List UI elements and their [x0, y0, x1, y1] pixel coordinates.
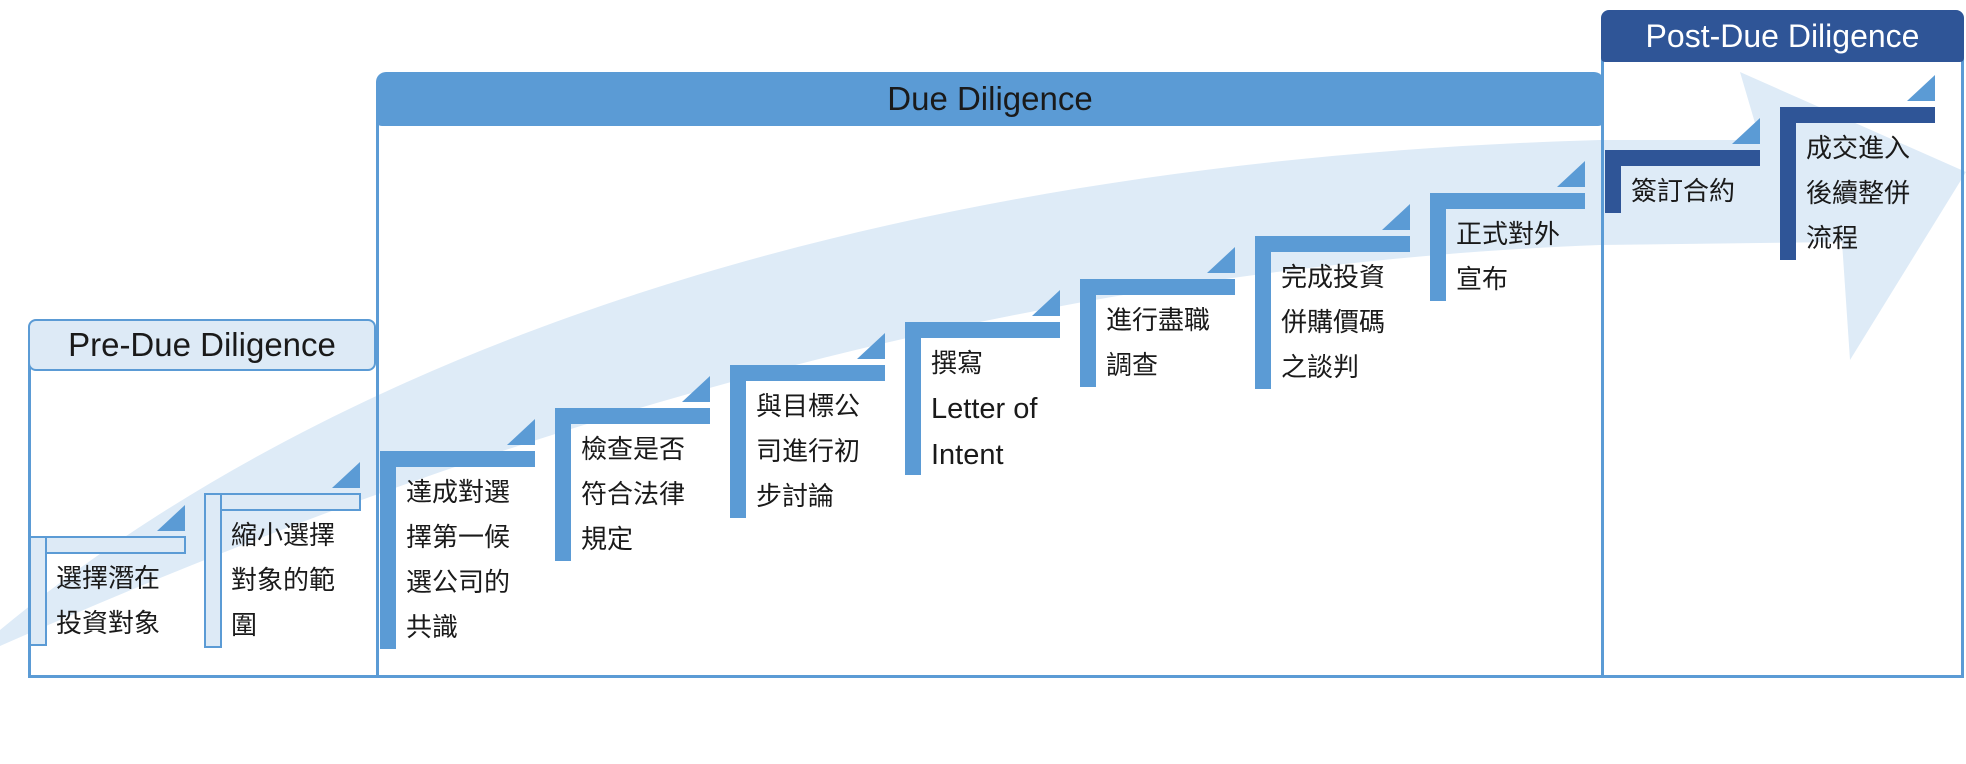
step-11-line-1: 成交進入: [1806, 134, 1911, 164]
step-1-line-2: 投資對象: [56, 609, 161, 639]
step-9-label: 正式對外宣布: [1456, 213, 1560, 303]
step-11-line-3: 流程: [1806, 224, 1859, 254]
step-11-label: 成交進入後續整併流程: [1806, 127, 1910, 262]
step-7-label: 進行盡職調查: [1106, 299, 1210, 389]
step-11-marker: [1780, 75, 1935, 260]
step-2-line-1: 縮小選擇: [231, 521, 336, 551]
step-4-label: 檢查是否符合法律規定: [581, 428, 685, 563]
step-8-marker: [1255, 204, 1410, 389]
step-6-line-2: Letter of: [931, 393, 1038, 425]
due-diligence-header: Due Diligence: [376, 72, 1604, 126]
post-due-diligence-header: Post-Due Diligence: [1601, 10, 1964, 62]
step-5-marker: [730, 333, 885, 518]
step-3-line-4: 共識: [406, 613, 459, 643]
step-5-line-1: 與目標公: [756, 392, 861, 422]
step-6-label: 撰寫 Letter of Intent: [931, 342, 1037, 479]
step-8-line-1: 完成投資: [1281, 263, 1386, 293]
step-10-line-1: 簽訂合約: [1631, 177, 1736, 207]
step-2-line-3: 圍: [231, 611, 258, 641]
step-5-line-3: 步討論: [756, 482, 835, 512]
step-4-line-1: 檢查是否: [581, 435, 686, 465]
step-1-label: 選擇潛在投資對象: [56, 557, 160, 647]
step-7-line-1: 進行盡職: [1106, 306, 1211, 336]
step-5-label: 與目標公司進行初步討論: [756, 385, 860, 520]
step-8-label: 完成投資併購價碼之談判: [1281, 256, 1385, 391]
step-3-line-2: 擇第一候: [406, 523, 511, 553]
step-4-marker: [555, 376, 710, 561]
step-1-line-1: 選擇潛在: [56, 564, 161, 594]
step-3-line-1: 達成對選: [406, 478, 511, 508]
step-2-marker: [204, 462, 361, 648]
step-2-label: 縮小選擇對象的範圍: [231, 514, 335, 649]
step-10-marker: [1605, 118, 1760, 213]
step-9-line-1: 正式對外: [1456, 220, 1561, 250]
pre-due-diligence-header: Pre-Due Diligence: [28, 319, 376, 371]
step-6-marker: [905, 290, 1060, 475]
step-4-line-3: 規定: [581, 525, 634, 555]
step-3-line-3: 選公司的: [406, 568, 511, 598]
background-arrow: [0, 72, 1966, 646]
step-6-line-1: 撰寫: [931, 349, 984, 379]
step-6-line-3: Intent: [931, 439, 1004, 471]
step-10-label: 簽訂合約: [1631, 170, 1735, 215]
step-11-line-2: 後續整併: [1806, 179, 1911, 209]
step-9-marker: [1430, 161, 1585, 301]
step-9-line-2: 宣布: [1456, 265, 1509, 295]
step-3-label: 達成對選擇第一候選公司的共識: [406, 471, 510, 651]
step-7-line-2: 調查: [1106, 351, 1159, 381]
step-8-line-3: 之談判: [1281, 353, 1360, 383]
post-due-diligence-box: [1601, 47, 1964, 678]
step-8-line-2: 併購價碼: [1281, 308, 1386, 338]
step-7-marker: [1080, 247, 1235, 387]
step-5-line-2: 司進行初: [756, 437, 861, 467]
step-4-line-2: 符合法律: [581, 480, 686, 510]
step-3-marker: [380, 419, 535, 649]
step-2-line-2: 對象的範: [231, 566, 336, 596]
